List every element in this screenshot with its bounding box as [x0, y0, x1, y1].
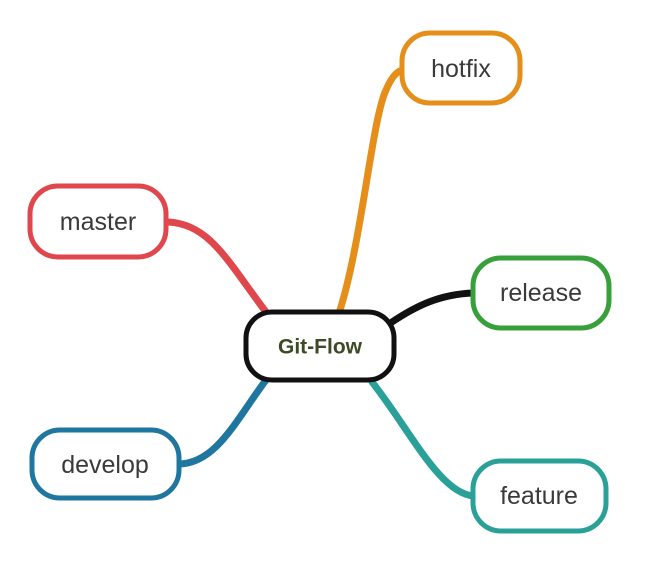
- edge-feature: [368, 378, 478, 500]
- node-feature[interactable]: feature: [470, 458, 609, 534]
- node-feature-label: feature: [500, 482, 578, 510]
- edge-master: [164, 218, 270, 316]
- node-release-box: [470, 255, 612, 331]
- node-develop-label: develop: [61, 451, 149, 479]
- node-develop[interactable]: develop: [29, 427, 182, 501]
- node-master-label: master: [60, 208, 136, 236]
- node-root-box: [243, 309, 397, 383]
- node-hotfix[interactable]: hotfix: [399, 30, 523, 106]
- edge-hotfix: [336, 66, 408, 314]
- node-release[interactable]: release: [470, 255, 612, 331]
- node-develop-box: [29, 427, 182, 501]
- node-feature-box: [470, 458, 609, 534]
- node-hotfix-box: [399, 30, 523, 106]
- node-hotfix-label: hotfix: [431, 55, 491, 83]
- edge-release: [388, 289, 478, 326]
- edge-develop: [174, 376, 270, 468]
- node-root-label: Git-Flow: [278, 336, 363, 359]
- node-master-box: [27, 183, 169, 260]
- node-master[interactable]: master: [27, 183, 169, 260]
- node-release-label: release: [500, 279, 582, 307]
- node-root[interactable]: Git-Flow: [243, 309, 397, 383]
